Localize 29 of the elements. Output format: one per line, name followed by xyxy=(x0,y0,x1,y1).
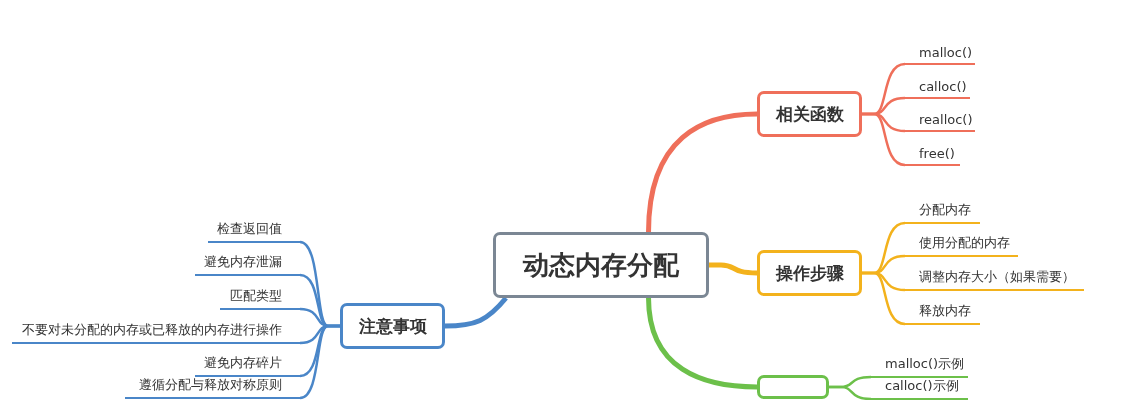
underlined-text: calloc()示例 xyxy=(871,379,968,400)
underlined-text: malloc() xyxy=(905,43,975,65)
underlined-text: 分配内存 xyxy=(905,202,980,224)
branch-line xyxy=(829,385,872,400)
topic-box: 相关函数 xyxy=(757,91,862,137)
underlined-text: realloc() xyxy=(905,110,975,132)
underlined-text: 使用分配的内存 xyxy=(905,235,1018,257)
branch-line xyxy=(299,324,340,400)
topic-box: 操作步骤 xyxy=(757,250,862,296)
topic-box xyxy=(757,375,829,399)
underlined-text: 遵循分配与释放对称原则 xyxy=(125,377,300,399)
underlined-text: malloc()示例 xyxy=(871,357,968,378)
branch-line xyxy=(646,297,758,390)
central-topic-box: 动态内存分配 xyxy=(493,232,709,298)
branch-line xyxy=(709,262,758,276)
branch-line xyxy=(646,111,758,233)
topic-box: 注意事项 xyxy=(340,303,445,349)
underlined-text: free() xyxy=(905,144,960,166)
branch-line xyxy=(862,112,906,167)
underlined-text: 不要对未分配的内存或已释放的内存进行操作 xyxy=(12,322,300,344)
underlined-text: 避免内存泄漏 xyxy=(195,254,300,276)
branch-line xyxy=(862,271,906,326)
underlined-text: 检查返回值 xyxy=(208,221,300,243)
underlined-text: 释放内存 xyxy=(905,303,980,325)
underlined-text: 匹配类型 xyxy=(220,288,300,310)
underlined-text: 避免内存碎片 xyxy=(195,355,300,377)
underlined-text: calloc() xyxy=(905,77,970,99)
underlined-text: 调整内存大小（如果需要） xyxy=(905,269,1084,291)
branch-line xyxy=(444,296,508,329)
